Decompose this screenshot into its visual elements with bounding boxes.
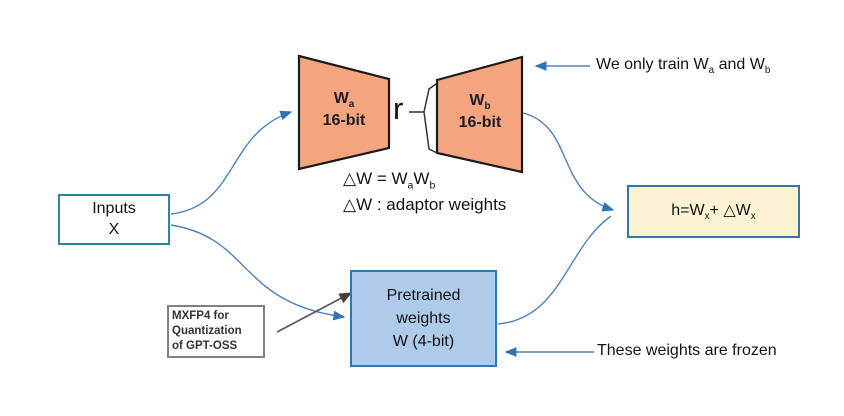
inputs-node: Inputs X (58, 194, 170, 245)
arrow-inputs-to-pretrained (170, 224, 346, 321)
pretrained-line3: W (4-bit) (392, 333, 455, 351)
pretrained-line1: Pretrained (386, 286, 461, 304)
arrow-wb-to-output (522, 112, 615, 212)
delta-w-description: △W : adaptor weights (343, 195, 507, 214)
wb-symbol: Wb (469, 92, 491, 113)
arrow-pretrained-to-output (497, 215, 612, 325)
mxfp4-line1: MXFP4 for (172, 310, 229, 323)
wb-trapezoid (435, 55, 524, 174)
output-equation: h=Wx+ △Wx (671, 202, 756, 223)
arrow-mxfp4-to-pretrained (276, 292, 353, 333)
inputs-symbol: X (108, 220, 120, 238)
mxfp4-note-node: MXFP4 for Quantization of GPT-OSS (167, 305, 265, 358)
rank-label: r (393, 91, 404, 126)
wa-symbol: Wa (333, 90, 355, 111)
output-node: h=Wx+ △Wx (627, 185, 800, 238)
mxfp4-line3: of GPT-OSS (172, 339, 238, 352)
wb-node-label: Wb 16-bit (437, 90, 523, 133)
delta-w-definition: △W = WaWb (343, 169, 436, 192)
wa-precision: 16-bit (322, 111, 366, 129)
arrow-inputs-to-wa (170, 110, 293, 215)
mxfp4-line2: Quantization (172, 325, 242, 338)
wa-node-label: Wa 16-bit (299, 88, 389, 131)
wa-trapezoid (297, 54, 391, 171)
inputs-label: Inputs (92, 199, 136, 217)
pretrained-weights-node: Pretrained weights W (4-bit) (350, 270, 497, 367)
rank-brace (423, 83, 438, 154)
frozen-annotation: These weights are frozen (597, 342, 777, 359)
train-annotation: We only train Wa and Wb (596, 56, 771, 77)
pretrained-line2: weights (396, 309, 451, 327)
wb-precision: 16-bit (458, 113, 502, 131)
